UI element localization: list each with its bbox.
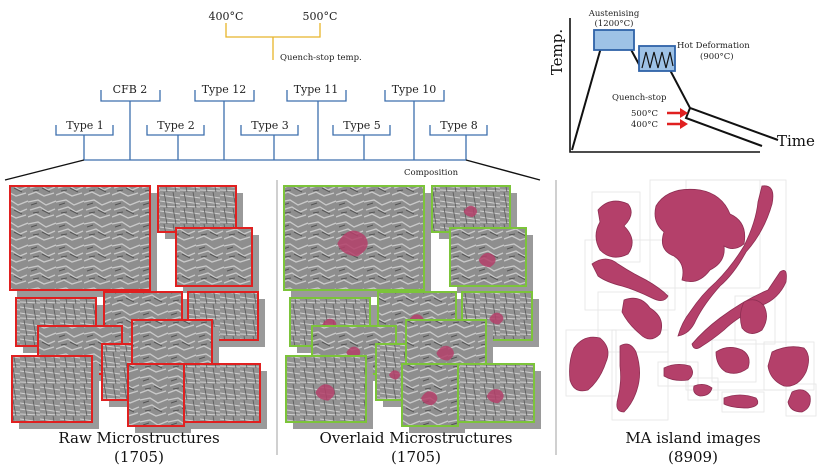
ma-island bbox=[723, 394, 759, 409]
deformation-zigzag bbox=[641, 51, 674, 69]
quench-stop-label: Quench-stop bbox=[612, 93, 667, 103]
process-ylabel: Temp. bbox=[548, 29, 566, 75]
ma-island bbox=[663, 364, 693, 381]
process-chart: Temp. Time Austenising (1200°C) Hot Defo… bbox=[548, 9, 815, 153]
ma-panel-title: MA island images bbox=[625, 429, 760, 447]
quench-tree: 400°C 500°C Quench-stop temp. bbox=[209, 10, 362, 63]
quench-label-400: 400°C bbox=[209, 10, 244, 23]
process-axes bbox=[569, 18, 760, 153]
micrograph-tile bbox=[127, 363, 185, 427]
micrograph-tile bbox=[9, 185, 151, 291]
micrograph-tile bbox=[175, 227, 253, 287]
ma-overlay-mark bbox=[486, 388, 504, 404]
composition-caption: Composition bbox=[404, 168, 459, 178]
arrow-500-head bbox=[680, 108, 688, 118]
type-label-3: Type 3 bbox=[251, 119, 289, 132]
hot-deformation-box bbox=[638, 45, 676, 72]
ma-island bbox=[740, 299, 767, 334]
type-label-cfb2: CFB 2 bbox=[113, 83, 148, 96]
type-label-5: Type 5 bbox=[343, 119, 381, 132]
ma-overlay-mark bbox=[489, 312, 504, 325]
ma-island bbox=[691, 269, 787, 349]
ma-islands-panel bbox=[565, 179, 817, 421]
composition-labels: CFB 2 Type 12 Type 11 Type 10 Type 1 Typ… bbox=[66, 83, 478, 178]
austenising-box bbox=[593, 29, 635, 51]
ma-island bbox=[767, 346, 809, 387]
quench-caption: Quench-stop temp. bbox=[280, 53, 362, 63]
raw-panel-count: (1705) bbox=[114, 448, 164, 466]
ma-overlay-mark bbox=[463, 205, 478, 218]
raw-panel-title: Raw Microstructures bbox=[58, 429, 219, 447]
micrograph-tile bbox=[11, 355, 93, 423]
overlay-panel-title: Overlaid Microstructures bbox=[320, 429, 513, 447]
type-label-10: Type 10 bbox=[392, 83, 437, 96]
ma-overlay-mark bbox=[337, 230, 368, 257]
ma-island bbox=[693, 384, 713, 397]
ma-island bbox=[569, 336, 609, 392]
ma-overlay-mark bbox=[478, 252, 496, 268]
ma-panel-count: (8909) bbox=[668, 448, 718, 466]
funnel-lines bbox=[4, 159, 541, 181]
ma-island bbox=[654, 188, 746, 283]
ma-island bbox=[677, 185, 774, 337]
ma-island bbox=[715, 347, 750, 374]
type-label-8: Type 8 bbox=[440, 119, 478, 132]
austenising-temp: (1200°C) bbox=[594, 18, 633, 29]
hot-deformation-temp: (900°C) bbox=[700, 51, 734, 62]
type-label-2: Type 2 bbox=[157, 119, 195, 132]
ma-island bbox=[595, 200, 633, 258]
ma-overlay-mark bbox=[315, 384, 335, 401]
process-curve-400 bbox=[684, 107, 763, 147]
type-label-1: Type 1 bbox=[66, 119, 104, 132]
ma-overlay-mark bbox=[421, 391, 438, 406]
ma-overlay-mark bbox=[388, 370, 401, 380]
ma-overlay-mark bbox=[436, 345, 454, 361]
type-label-12: Type 12 bbox=[202, 83, 247, 96]
overlaid-microstructures-panel bbox=[283, 185, 541, 433]
ma-island bbox=[621, 297, 663, 340]
ma-island bbox=[591, 258, 669, 301]
quench-500-label: 500°C bbox=[631, 109, 658, 119]
overlay-panel-count: (1705) bbox=[391, 448, 441, 466]
micrograph-tile bbox=[157, 185, 237, 233]
process-xlabel: Time bbox=[777, 132, 815, 150]
ma-island bbox=[616, 343, 640, 413]
raw-microstructures-panel bbox=[9, 185, 267, 433]
austenising-label: Austenising bbox=[588, 9, 640, 19]
ma-island-shapes bbox=[569, 185, 811, 413]
panel-titles: Raw Microstructures (1705) Overlaid Micr… bbox=[58, 429, 760, 466]
ma-island bbox=[787, 389, 811, 413]
micrograph-tile bbox=[183, 363, 261, 423]
type-label-11: Type 11 bbox=[294, 83, 339, 96]
quench-400-label: 400°C bbox=[631, 120, 658, 130]
arrow-400-head bbox=[680, 119, 688, 129]
hot-deformation-label: Hot Deformation bbox=[677, 41, 750, 51]
composition-tree bbox=[55, 90, 488, 161]
quench-label-500: 500°C bbox=[303, 10, 338, 23]
